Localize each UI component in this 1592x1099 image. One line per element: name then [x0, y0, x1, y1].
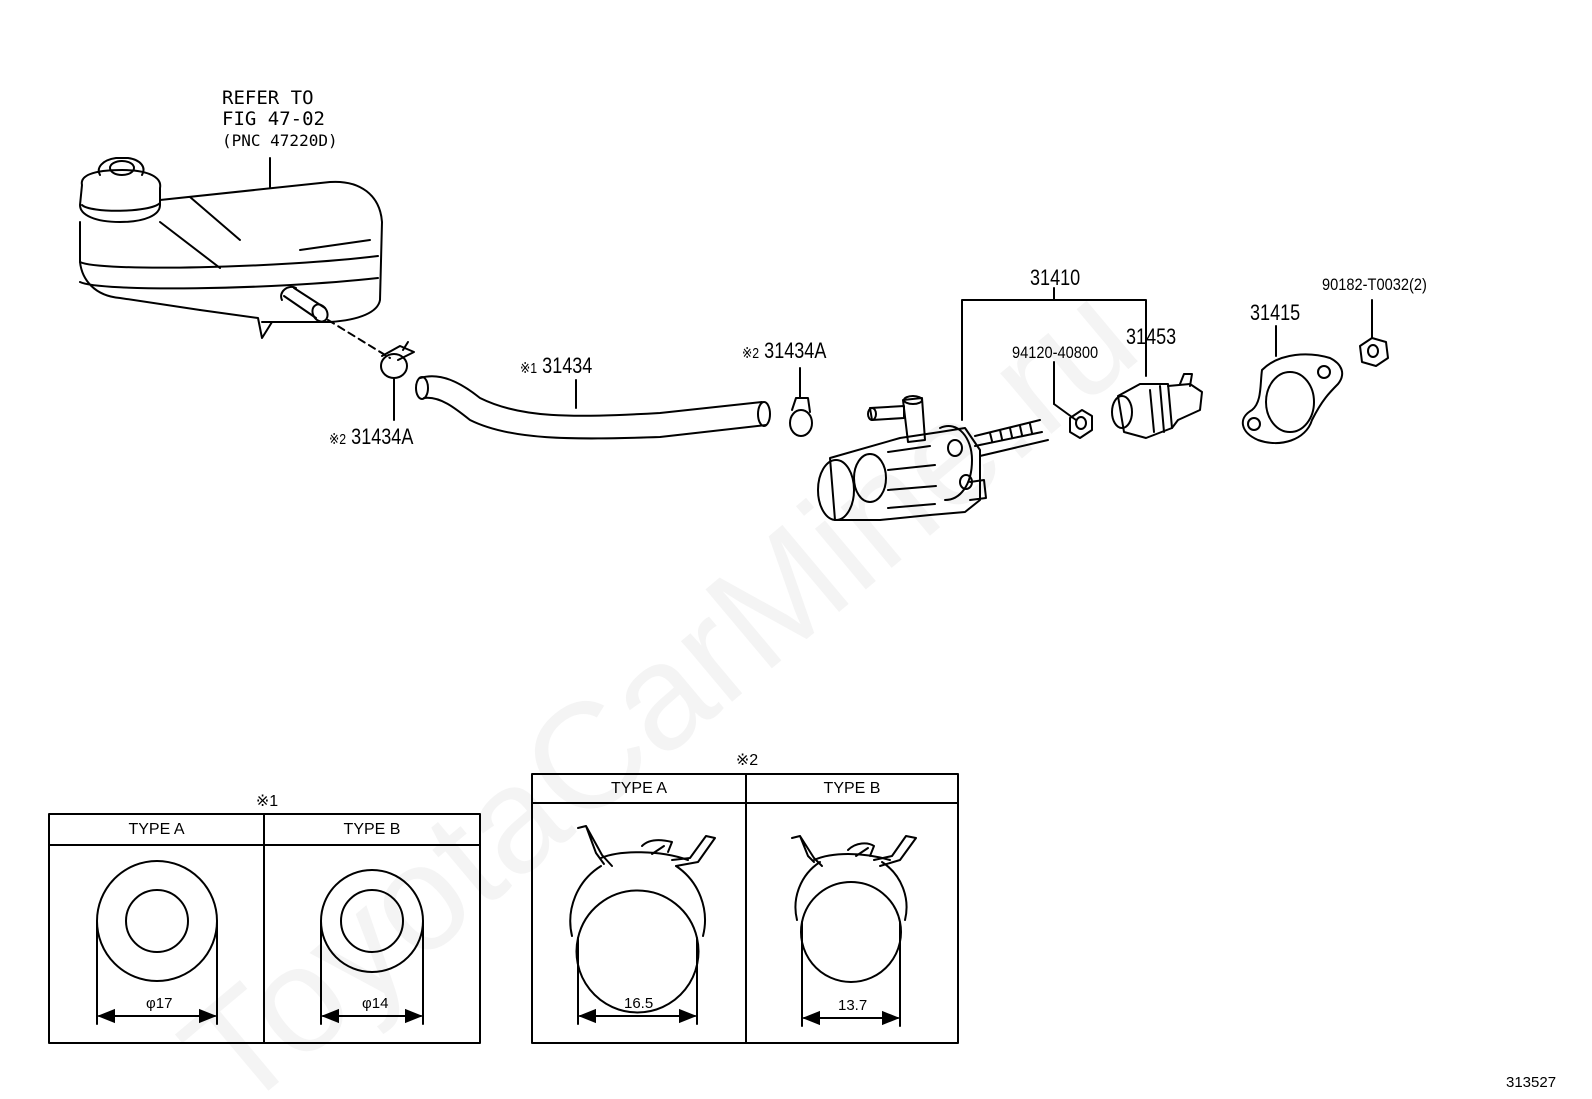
nut-drawing [1359, 299, 1389, 367]
hose-drawing [415, 375, 771, 440]
hose-type-b-diameter: φ14 [362, 995, 389, 1012]
hose-type-a-diameter: φ17 [146, 995, 173, 1012]
small-nut-part-number: 94120-40800 [1012, 343, 1099, 362]
clamp-right-drawing [789, 367, 813, 437]
reservoir-note-line2: FIG 47-02 [222, 108, 325, 130]
clamp-right-part-number: 31434A [764, 338, 827, 363]
clamp-type-a-dimension: 16.5 [624, 995, 654, 1012]
hose-table-col-b: TYPE B [343, 821, 401, 838]
boot-part-number: 31453 [1126, 324, 1177, 349]
hose-type-table [48, 813, 481, 1044]
reservoir-note-line3: (PNC 47220D) [222, 131, 338, 150]
clamp-table-col-b: TYPE B [823, 780, 881, 797]
clamp-right-part-label: ※2 31434A [742, 340, 826, 362]
nut-part-number: 90182-T0032(2) [1322, 275, 1427, 294]
clamp-left-mark: ※2 [329, 431, 347, 448]
clamp-left-part-label: ※2 31434A [329, 426, 413, 448]
hose-mark: ※1 [520, 360, 538, 377]
small-nut-drawing [1069, 409, 1093, 439]
reservoir-tank [79, 157, 391, 359]
hose-table-col-a: TYPE A [128, 821, 185, 838]
gasket-part-number: 31415 [1250, 300, 1301, 325]
clamp-right-mark: ※2 [742, 345, 760, 362]
gasket-drawing [1242, 325, 1344, 445]
hose-part-label: ※1 31434 [520, 355, 592, 377]
clamp-left-part-number: 31434A [351, 424, 414, 449]
master-cylinder-part-number: 31410 [1030, 265, 1081, 290]
clamp-type-table [531, 773, 959, 1044]
clamp-left-drawing [380, 341, 415, 421]
clamp-table-col-a: TYPE A [610, 780, 668, 797]
clamp-type-b-dimension: 13.7 [838, 997, 868, 1014]
figure-id: 313527 [1506, 1074, 1557, 1091]
reservoir-note-line1: REFER TO [222, 87, 314, 109]
hose-table-mark: ※1 [255, 793, 279, 810]
boot-drawing [1111, 373, 1203, 439]
clamp-table-mark: ※2 [735, 752, 759, 769]
master-cylinder-drawing [817, 287, 1147, 521]
hose-part-number: 31434 [542, 353, 593, 378]
